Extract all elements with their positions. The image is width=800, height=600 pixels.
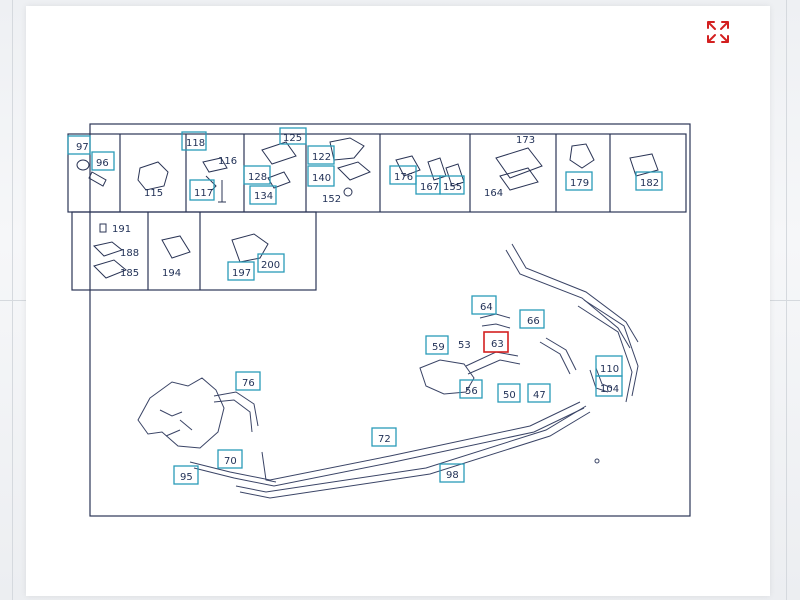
svg-text:115: 115: [144, 188, 163, 199]
svg-text:104: 104: [600, 384, 619, 395]
callout-128[interactable]: 128: [243, 165, 271, 185]
svg-text:182: 182: [640, 178, 659, 189]
callout-98[interactable]: 98: [439, 463, 465, 483]
callout-134[interactable]: 134: [249, 185, 277, 205]
callout-97[interactable]: 97: [67, 135, 91, 155]
svg-text:53: 53: [458, 340, 471, 351]
svg-text:117: 117: [194, 188, 213, 199]
svg-text:188: 188: [120, 248, 139, 259]
callout-140[interactable]: 140: [307, 165, 335, 187]
callout-72[interactable]: 72: [371, 427, 397, 447]
callout-164[interactable]: 164: [484, 188, 503, 199]
svg-text:110: 110: [600, 364, 619, 375]
svg-text:200: 200: [261, 260, 280, 271]
callout-115[interactable]: 115: [144, 188, 163, 199]
callout-95[interactable]: 95: [173, 465, 199, 485]
svg-text:59: 59: [432, 342, 445, 353]
svg-text:56: 56: [465, 386, 478, 397]
callout-70[interactable]: 70: [217, 449, 243, 469]
callout-56[interactable]: 56: [459, 379, 483, 399]
svg-text:98: 98: [446, 470, 459, 481]
svg-text:72: 72: [378, 434, 391, 445]
callout-173[interactable]: 173: [516, 135, 535, 146]
callout-59[interactable]: 59: [425, 335, 449, 355]
callout-182[interactable]: 182: [635, 171, 663, 191]
callout-176[interactable]: 176: [389, 165, 417, 185]
callout-188[interactable]: 188: [120, 248, 139, 259]
diagram-page: [26, 6, 770, 596]
callout-47[interactable]: 47: [527, 383, 551, 403]
svg-text:63: 63: [491, 339, 504, 350]
svg-text:116: 116: [218, 156, 237, 167]
svg-text:50: 50: [503, 390, 516, 401]
svg-text:64: 64: [480, 302, 493, 313]
svg-text:176: 176: [394, 172, 413, 183]
callout-200[interactable]: 200: [257, 253, 285, 273]
svg-text:194: 194: [162, 268, 181, 279]
svg-text:185: 185: [120, 268, 139, 279]
svg-text:167: 167: [420, 182, 439, 193]
callout-152[interactable]: 152: [322, 194, 341, 205]
svg-text:47: 47: [533, 390, 546, 401]
parts-row-top: [67, 133, 687, 213]
callout-50[interactable]: 50: [497, 383, 521, 403]
parts-row-second: [71, 211, 317, 291]
callout-66[interactable]: 66: [519, 309, 545, 329]
callout-110[interactable]: 110: [595, 355, 623, 377]
callout-197[interactable]: 197: [227, 261, 255, 281]
callout-191[interactable]: 191: [112, 224, 131, 235]
callout-53[interactable]: 53: [458, 340, 471, 351]
callout-125[interactable]: 125: [279, 127, 307, 145]
callout-76[interactable]: 76: [235, 371, 261, 391]
svg-text:128: 128: [248, 172, 267, 183]
svg-text:66: 66: [527, 316, 540, 327]
callout-116[interactable]: 116: [218, 156, 237, 167]
svg-text:191: 191: [112, 224, 131, 235]
svg-text:122: 122: [312, 152, 331, 163]
svg-text:164: 164: [484, 188, 503, 199]
callout-194[interactable]: 194: [162, 268, 181, 279]
svg-text:97: 97: [76, 142, 89, 153]
expand-arrows-icon: [707, 21, 729, 43]
callout-155[interactable]: 155: [439, 175, 465, 195]
svg-text:134: 134: [254, 191, 273, 202]
callout-64[interactable]: 64: [471, 295, 497, 315]
svg-text:118: 118: [186, 138, 205, 149]
expand-button[interactable]: [704, 18, 732, 46]
callout-63[interactable]: 63: [483, 331, 509, 353]
svg-text:96: 96: [96, 158, 109, 169]
svg-text:70: 70: [224, 456, 237, 467]
svg-text:197: 197: [232, 268, 251, 279]
svg-text:179: 179: [570, 178, 589, 189]
svg-text:125: 125: [283, 133, 302, 144]
svg-text:95: 95: [180, 472, 193, 483]
svg-text:76: 76: [242, 378, 255, 389]
callout-118[interactable]: 118: [181, 131, 207, 151]
diagram-frame: [89, 123, 691, 517]
svg-text:140: 140: [312, 173, 331, 184]
callout-96[interactable]: 96: [91, 151, 115, 171]
callout-122[interactable]: 122: [307, 145, 335, 165]
svg-text:155: 155: [443, 182, 462, 193]
callout-179[interactable]: 179: [565, 171, 593, 191]
svg-text:173: 173: [516, 135, 535, 146]
callout-117[interactable]: 117: [189, 179, 215, 201]
callout-104[interactable]: 104: [595, 375, 623, 397]
svg-text:152: 152: [322, 194, 341, 205]
callout-185[interactable]: 185: [120, 268, 139, 279]
